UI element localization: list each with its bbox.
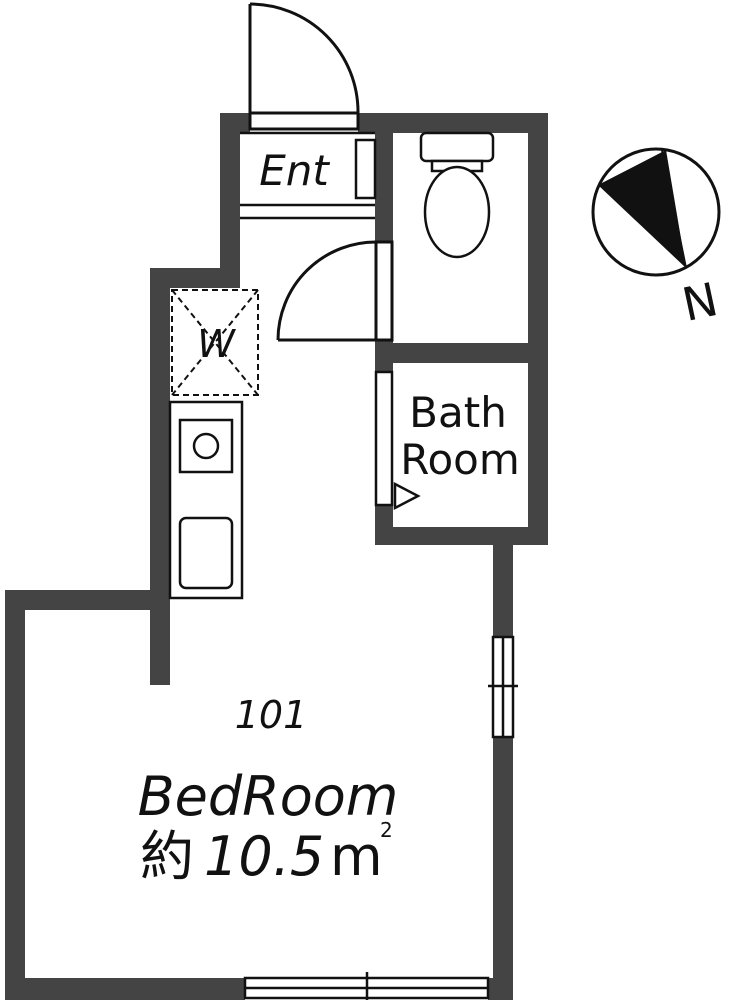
entrance-label: Ent bbox=[259, 146, 330, 195]
bedroom-area-value: 10.5 bbox=[204, 825, 324, 888]
bedroom-right-window bbox=[488, 635, 518, 739]
wall-wc-right bbox=[528, 113, 548, 545]
stove-burner bbox=[192, 432, 220, 460]
toilet-bowl bbox=[423, 165, 491, 259]
washer-label: W bbox=[197, 322, 236, 366]
wall-bedroom-right-bottom bbox=[493, 737, 513, 1000]
bedroom-area-unit: m bbox=[330, 825, 383, 888]
bedroom-name: BedRoom bbox=[138, 765, 399, 828]
compass-north-label: N bbox=[678, 272, 723, 332]
wall-kitchen-stub bbox=[150, 590, 170, 685]
wall-entrance-left bbox=[220, 113, 240, 283]
entrance-fixtures bbox=[240, 131, 377, 220]
wall-bedroom-bottom-left bbox=[5, 978, 245, 1000]
bath-label-line1: Bath bbox=[409, 388, 507, 437]
bedroom-area-prefix: 約 bbox=[140, 825, 194, 888]
north-arrow-icon bbox=[591, 147, 721, 277]
bedroom-bottom-window bbox=[243, 972, 490, 1000]
wall-entrance-top-left bbox=[220, 113, 250, 133]
wall-bath-bottom bbox=[375, 527, 548, 545]
sink bbox=[178, 516, 234, 590]
shoe-cabinet bbox=[354, 138, 377, 200]
bedroom-area-superscript: 2 bbox=[380, 818, 393, 842]
wall-bedroom-bottom-right bbox=[488, 978, 513, 1000]
kitchen-counter bbox=[168, 400, 244, 600]
entrance-door bbox=[248, 2, 360, 131]
wall-bedroom-top bbox=[5, 590, 170, 610]
toilet-fixture bbox=[419, 131, 495, 259]
wall-toilet-left bbox=[375, 113, 393, 263]
walls bbox=[5, 113, 548, 1000]
wall-kitchen-left bbox=[150, 268, 170, 600]
toilet-door bbox=[276, 240, 394, 342]
washer-space bbox=[171, 289, 259, 396]
wall-bedroom-right-top bbox=[493, 527, 513, 637]
unit-number: 101 bbox=[235, 693, 308, 737]
wall-toilet-bath bbox=[375, 343, 548, 363]
wall-bedroom-left bbox=[5, 590, 25, 1000]
wall-wc-top bbox=[358, 113, 548, 133]
toilet-tank bbox=[419, 131, 495, 163]
bath-door bbox=[374, 370, 421, 511]
wall-washer-top bbox=[150, 268, 240, 288]
bath-label-line2: Room bbox=[400, 435, 520, 484]
bedroom-area: 約 10.5 m 2 bbox=[140, 818, 393, 888]
